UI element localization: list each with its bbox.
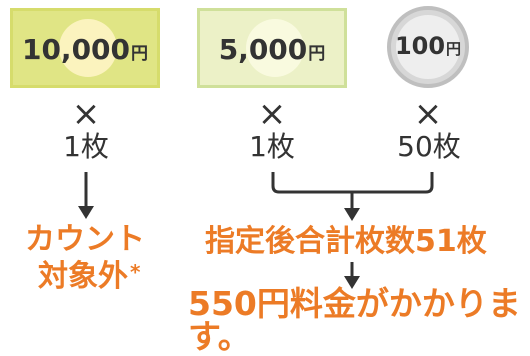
bill-10000-value: 10,000	[21, 33, 131, 66]
count-5000: 1枚	[249, 130, 295, 163]
multiply-sign-100: ×	[413, 94, 443, 134]
coin-counting-diagram: 10,000円 5,000円 100円 × × × 1枚 1枚 50枚 カウント…	[10, 6, 521, 353]
footnote-asterisk: *	[130, 260, 141, 284]
bill-watermark	[246, 19, 304, 77]
fee-label: 550円料金がかかります。	[188, 284, 521, 356]
multiply-sign-10000: ×	[71, 94, 101, 134]
coin-face	[396, 15, 460, 79]
excluded-label-text: 対象外	[38, 259, 128, 294]
bill-5000-unit: 円	[308, 44, 326, 64]
bill-10000-unit: 円	[131, 44, 149, 64]
arrow-total-head	[344, 208, 360, 221]
bill-10000-yen-icon: 10,000円	[10, 8, 160, 88]
merge-bracket	[271, 172, 434, 194]
coin-100-yen-icon: 100円	[387, 6, 469, 88]
coin-100-unit: 円	[446, 40, 462, 58]
bill-10000-amount: 10,000円	[13, 33, 157, 66]
excluded-label-line2: 対象外*	[38, 262, 140, 292]
coin-100-value: 100	[394, 32, 446, 60]
total-count-label: 指定後合計枚数51枚	[205, 224, 487, 259]
excluded-label-line1: カウント	[25, 222, 145, 257]
bill-watermark	[59, 19, 117, 77]
count-100: 50枚	[397, 130, 461, 163]
bill-5000-value: 5,000	[218, 33, 308, 66]
bill-5000-yen-icon: 5,000円	[197, 8, 347, 88]
coin-100-amount: 100円	[391, 32, 465, 60]
arrow-excluded-head	[78, 206, 94, 219]
count-10000: 1枚	[63, 130, 109, 163]
multiply-sign-5000: ×	[257, 94, 287, 134]
flow-arrows	[78, 172, 434, 289]
bill-5000-amount: 5,000円	[200, 33, 344, 66]
arrow-fee-head	[344, 276, 360, 289]
